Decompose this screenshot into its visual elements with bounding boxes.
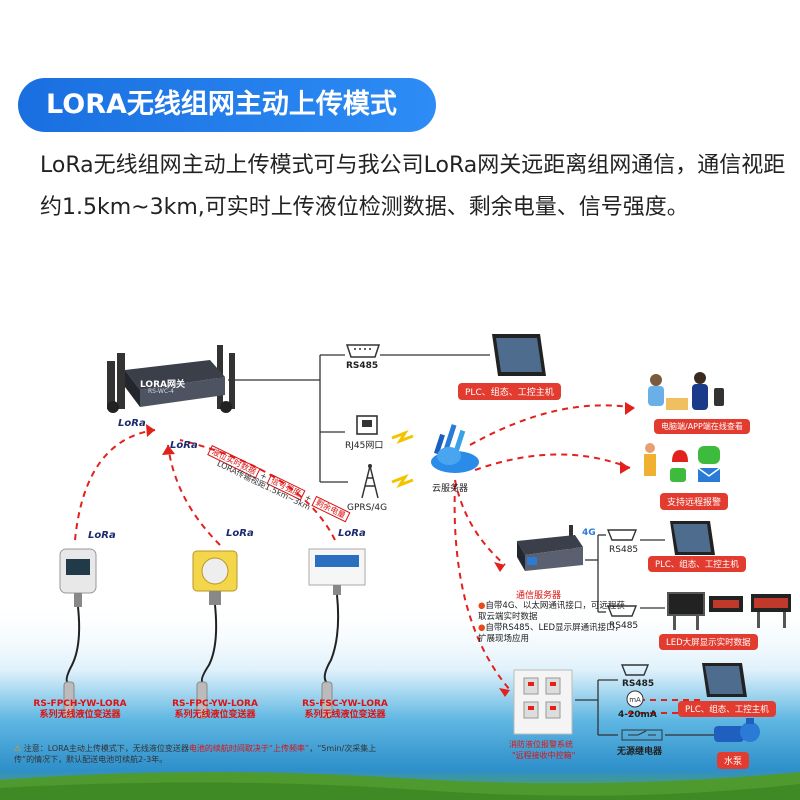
cloud-label: 云服务器 (432, 484, 469, 494)
sensor-2-desc: 系列无线液位变送器 (174, 710, 256, 720)
rs485-port-icon (620, 664, 650, 676)
people-icon (648, 372, 724, 410)
monitor-icon (492, 334, 546, 376)
gateway-brand: LORA网关 (140, 380, 185, 390)
svg-text:mA: mA (629, 696, 641, 704)
lora-gateway-device (107, 345, 235, 413)
level-transmitter-3 (308, 548, 366, 684)
lora-logo: LoRa (170, 440, 198, 451)
plc-mid-badge: PLC、组态、工控主机 (648, 556, 746, 572)
cloud-server-icon (431, 424, 479, 473)
level-transmitter-2 (192, 550, 238, 684)
fourg-badge: 4G (582, 528, 596, 538)
probe-3 (321, 681, 333, 719)
note-part-a: 注意：LORA主动上传模式下，无线液位变送器 (23, 744, 189, 753)
gateway-model: RS-WC-4 (148, 388, 175, 395)
sensor-2-name: RS-FPC-YW-LORA 系列无线液位变送器 (165, 699, 265, 721)
page-title: LORA无线组网主动上传模式 (46, 89, 397, 120)
alarm-cabinet-device (513, 669, 573, 735)
note-part-b: 电池的续航时间取决于“上传频率” (188, 744, 310, 753)
rs485-b-label: RS485 (609, 621, 639, 631)
relay-icon (621, 729, 663, 741)
rs485-port-icon (345, 344, 381, 358)
rj45-label: RJ45网口 (345, 441, 384, 451)
signal-bolt-icon (391, 429, 414, 445)
rs485-c-label: RS485 (622, 679, 655, 689)
current-label: 4-20mA (618, 710, 657, 720)
pump-badge: 水泵 (717, 752, 750, 769)
remote-alarm-badge: 支持远程报警 (660, 493, 729, 510)
gprs-tower-icon (361, 464, 379, 499)
monitor-icon (670, 521, 715, 555)
plc-bottom-badge: PLC、组态、工控主机 (678, 701, 776, 717)
gprs-label: GPRS/4G (347, 503, 388, 513)
monitor-icon (702, 663, 747, 697)
led-badge: LED大屏显示实时数据 (659, 634, 758, 650)
sensor-1-name: RS-FPCH-YW-LORA 系列无线液位变送器 (30, 699, 130, 721)
rj45-port-icon (356, 415, 378, 435)
rs485-label: RS485 (346, 361, 379, 371)
alarm-box-label: 消防液位报警系统 (509, 740, 573, 749)
level-transmitter-1 (59, 548, 97, 684)
sensor-3-model: RS-FSC-YW-LORA (302, 699, 388, 709)
led-display-icon (667, 592, 791, 630)
lora-logo: LoRa (118, 418, 146, 429)
lora-logo: LoRa (88, 530, 116, 541)
water-pump-icon (714, 718, 760, 742)
alarm-icons (644, 443, 721, 482)
signal-bolt-icon (391, 473, 414, 489)
sensor-1-model: RS-FPCH-YW-LORA (33, 699, 127, 709)
battery-note: ⚠ 注意：LORA主动上传模式下，无线液位变送器电池的续航时间取决于“上传频率”… (14, 743, 394, 765)
warning-icon: ⚠ (14, 744, 22, 753)
rs485-a-label: RS485 (609, 545, 639, 555)
title-banner (18, 78, 436, 132)
comm-server-device (517, 525, 583, 571)
lora-logo: LoRa (226, 528, 254, 539)
feature-line-1: 自带4G、以太网通讯接口，可远程获取云端实时数据 (478, 601, 625, 622)
remote-view-badge: 电脑端/APP端在线查看 (654, 419, 750, 434)
note-part-c: ，“5min/次采集上传”的情况下，默认配送电池可续航2-3年。 (14, 744, 377, 764)
sensor-2-model: RS-FPC-YW-LORA (172, 699, 258, 709)
rs485-port-icon (606, 529, 638, 541)
sensor-1-desc: 系列无线液位变送器 (39, 710, 121, 720)
probe-1 (63, 681, 75, 719)
intro-paragraph: LoRa无线组网主动上传模式可与我公司LoRa网关远距离组网通信，通信视距约1.… (40, 153, 786, 220)
probe-2 (196, 681, 208, 719)
sensor-3-desc: 系列无线液位变送器 (304, 710, 386, 720)
alarm-box-sub: "远程接收中控箱" (512, 751, 576, 760)
sensor-3-name: RS-FSC-YW-LORA 系列无线液位变送器 (295, 699, 395, 721)
feature-note: ●自带4G、以太网通讯接口，可远程获取云端实时数据 ●自带RS485、LED显示… (478, 601, 625, 644)
ammeter-icon: mA (626, 690, 644, 708)
relay-label: 无源继电器 (617, 747, 663, 757)
feature-line-2: 自带RS485、LED显示屏通讯接口，扩展现场应用 (478, 623, 624, 644)
lora-logo: LoRa (338, 528, 366, 539)
rs485-port-icon (606, 605, 638, 617)
comm-server-label: 通信服务器 (516, 591, 562, 601)
plc-top-badge: PLC、组态、工控主机 (458, 383, 561, 400)
